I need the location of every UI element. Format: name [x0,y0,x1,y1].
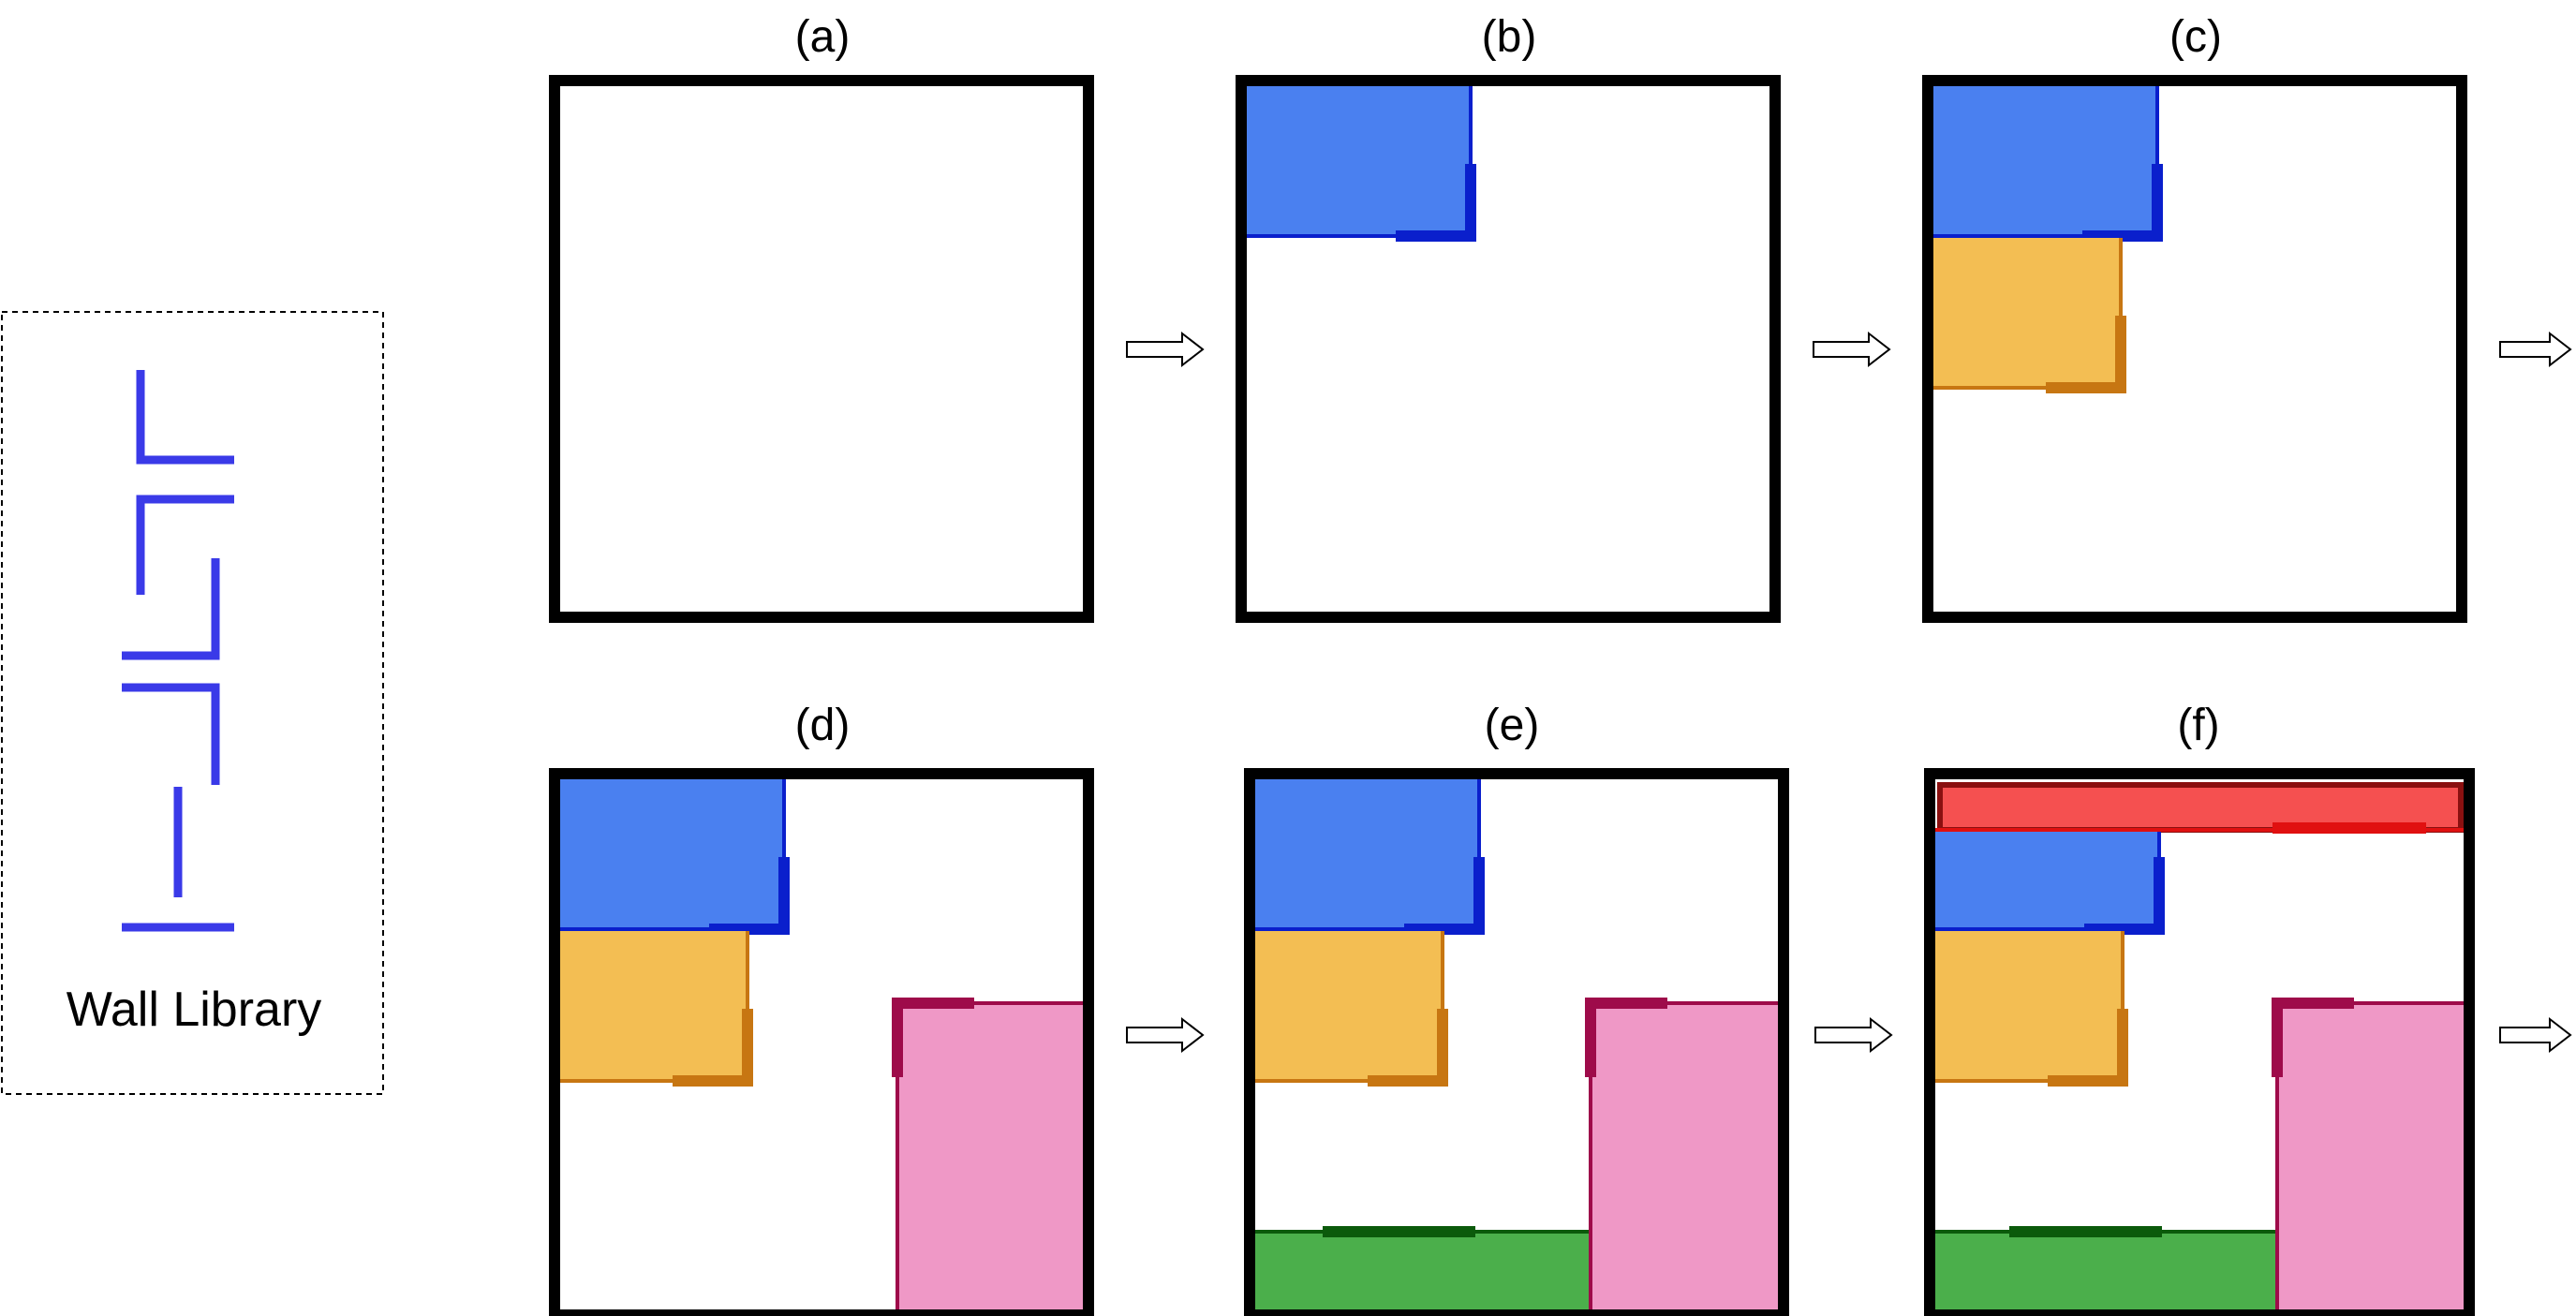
room-blue [1255,779,1479,929]
library-wall-corner-top-right [122,683,220,785]
arrow-right-icon [2499,331,2572,368]
panel-e: (e) [1244,701,1789,1316]
room-blue [1933,86,2157,236]
panel-label: (e) [1485,701,1540,750]
room-yellow [1935,931,2123,1081]
wall-library: Wall Library [1,311,384,1095]
room-frame [1922,75,2467,623]
room-wall-blue [709,857,790,935]
room-pink [2277,1003,2464,1309]
room-wall-yellow [673,1009,753,1087]
room-frame [549,768,1094,1316]
room-wall-yellow [1368,1009,1448,1087]
panel-label: (d) [795,701,851,750]
room-blue [1247,86,1471,236]
room-blue [560,779,784,929]
panel-c: (c) [1922,12,2467,623]
room-wall-yellow [2048,1009,2128,1087]
wall-library-border [1,311,384,1095]
room-pink [1591,1003,1778,1309]
arrow-right-icon [1813,331,1891,368]
room-wall-pink [1585,998,1667,1077]
room-yellow [560,931,748,1081]
panel-d: (d) [549,701,1094,1316]
room-frame [549,75,1094,623]
panel-label: (c) [2169,12,2222,62]
panel-label: (b) [1482,12,1537,62]
wall-library-caption: Wall Library [67,983,322,1037]
arrow-right-icon [1126,1016,1205,1054]
room-frame [1236,75,1781,623]
room-yellow [1933,238,2121,388]
room-pink [897,1003,1083,1309]
room-wall-blue [1396,164,1476,242]
arrow-right-icon [1814,1016,1893,1054]
panel-b: (b) [1236,12,1781,623]
room-green [1935,1232,2275,1309]
room-wall-yellow [2046,316,2126,393]
room-frame [1244,768,1789,1316]
room-wall-blue [2084,857,2165,935]
panel-label: (a) [795,12,851,62]
library-wall-corner-top-left [136,495,234,595]
wall-library-shapes [122,370,234,932]
room-yellow [1255,931,1443,1081]
room-wall-blue [1404,857,1485,935]
arrow-right-icon [2499,1016,2572,1054]
room-wall-pink [892,998,974,1077]
room-green [1255,1232,1589,1309]
panel-a: (a) [549,12,1094,623]
room-wall-blue [2082,164,2163,242]
arrow-right-icon [1126,331,1205,368]
room-blue [1935,832,2159,929]
panel-f: (f) [1924,701,2475,1316]
room-frame [1924,768,2475,1316]
library-wall-corner-bottom-right [122,558,220,660]
library-wall-corner-bottom-left [136,370,234,465]
panel-label: (f) [2177,701,2219,750]
room-wall-pink [2272,998,2354,1077]
